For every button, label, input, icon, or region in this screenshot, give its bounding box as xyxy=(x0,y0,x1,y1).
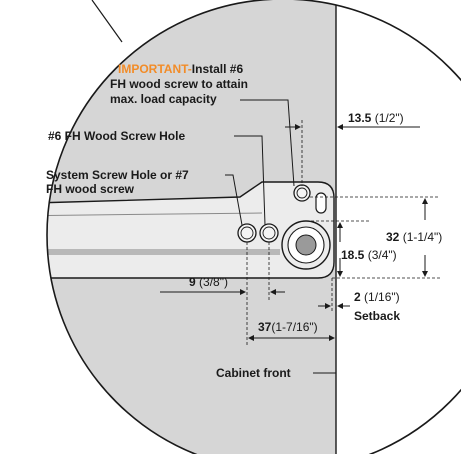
important-leader xyxy=(240,99,295,187)
important-prefix: IMPORTANT- xyxy=(118,62,192,76)
system-screw-label-line2: FH wood screw xyxy=(46,182,135,196)
important-screw-hole xyxy=(293,184,311,202)
system-screw-label-line1: System Screw Hole or #7 xyxy=(46,168,189,182)
screw-holes xyxy=(237,184,331,270)
cabinet-front-label: Cabinet front xyxy=(216,366,291,380)
fh-wood-screw-hole xyxy=(259,223,279,243)
dim-13-5-label: 13.5 (1/2") xyxy=(348,111,404,125)
dim-37-label: 37(1-7/16") xyxy=(258,320,318,334)
detail-circle xyxy=(46,0,461,459)
dimension-37 xyxy=(246,302,335,345)
slot-hole xyxy=(315,192,327,214)
fh-hole-leader xyxy=(234,135,266,226)
dim-2-label: 2 (1/16") xyxy=(354,290,400,304)
important-note-line2: FH wood screw to attain xyxy=(110,77,248,91)
roller-wheel xyxy=(281,220,331,270)
dim-18-5-label: 18.5 (3/4") xyxy=(341,248,397,262)
dimension-13-5 xyxy=(285,120,420,186)
system-screw-hole xyxy=(237,223,257,243)
important-rest: Install #6 xyxy=(192,62,244,76)
important-note-line1: IMPORTANT-Install #6 xyxy=(118,62,243,76)
setback-label: Setback xyxy=(354,309,400,323)
dim-9-label: 9 (3/8") xyxy=(189,275,228,289)
dimension-18-5 xyxy=(306,220,370,277)
dimension-32 xyxy=(310,196,440,279)
system-hole-leader xyxy=(225,174,243,226)
fh-screw-hole-label: #6 FH Wood Screw Hole xyxy=(48,129,185,143)
dimension-2 xyxy=(318,278,350,312)
rail-inner-edge xyxy=(47,212,263,217)
dimension-9 xyxy=(160,242,285,302)
important-note-line3: max. load capacity xyxy=(110,92,217,106)
cabinet-front-area xyxy=(336,0,461,454)
callout-leader-line xyxy=(91,0,123,43)
dim-32-label: 32 (1-1/4") xyxy=(386,230,442,244)
